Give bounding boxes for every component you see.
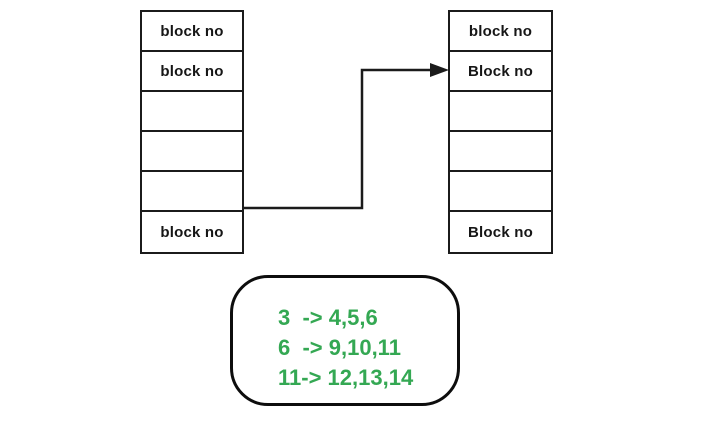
right-table-cell-6: Block no [468,223,533,241]
left-table-cell-3 [142,92,242,132]
mapping-line-1: 3 -> 4,5,6 [278,305,378,330]
left-block-table: block no block no block no [140,10,244,254]
left-table-cell-2: block no [142,52,242,92]
right-block-table: block no Block no Block no [448,10,553,254]
mapping-line-3: 11-> 12,13,14 [278,365,414,390]
left-table-cell-1: block no [142,12,242,52]
right-table-cell-3 [450,92,551,132]
mapping-box: 3 -> 4,5,6 6 -> 9,10,11 11-> 12,13,14 [230,275,460,406]
left-table-cell-6: block no [160,223,224,241]
right-table-cell-2: Block no [450,52,551,92]
right-table-cell-1: block no [450,12,551,52]
right-table-cell-5 [450,172,551,212]
mapping-line-2: 6 -> 9,10,11 [278,335,401,360]
left-table-cell-5 [142,172,242,212]
right-table-cell-4 [450,132,551,172]
left-table-cell-4 [142,132,242,172]
